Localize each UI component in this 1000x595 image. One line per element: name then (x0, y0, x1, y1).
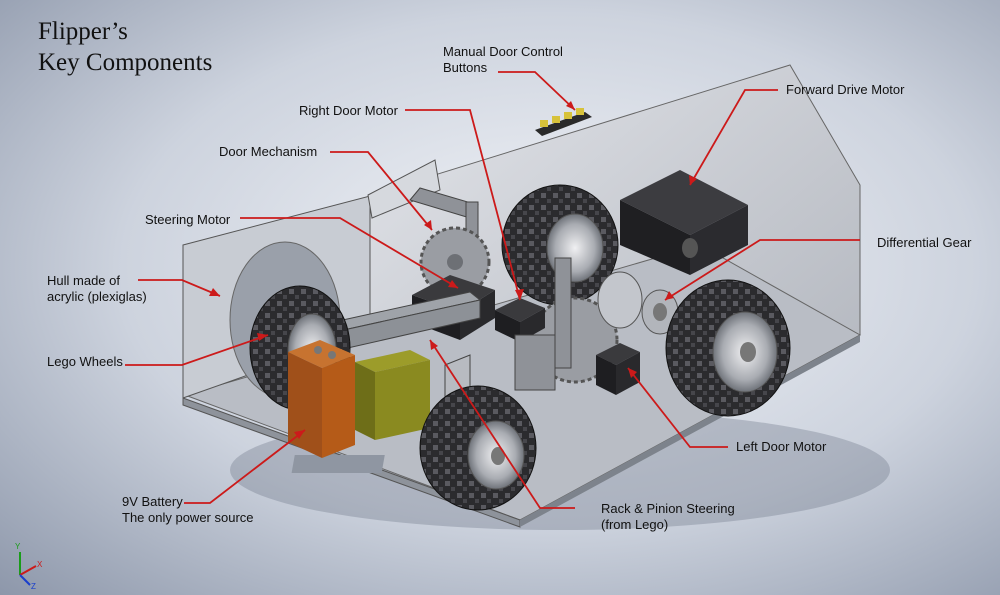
page-title: Flipper’s Key Components (38, 16, 212, 78)
label-hull: Hull made of acrylic (plexiglas) (47, 273, 147, 305)
label-battery: 9V Battery The only power source (122, 494, 254, 526)
label-manual-door-buttons-line1: Manual Door Control (443, 44, 563, 59)
axis-z-label: Z (31, 582, 36, 591)
label-hull-line1: Hull made of (47, 273, 120, 288)
label-rack-pinion-line2: (from Lego) (601, 517, 669, 532)
label-forward-drive-motor: Forward Drive Motor (786, 82, 905, 97)
battery-9v (288, 340, 355, 458)
leader-arrowheads (209, 101, 697, 439)
yellow-block (355, 350, 430, 440)
label-left-door-motor: Left Door Motor (736, 439, 827, 454)
label-differential-gear: Differential Gear (877, 235, 972, 250)
forward-drive-motor (620, 170, 748, 275)
floor-cutout (291, 455, 385, 473)
axis-triad-icon (19, 552, 37, 586)
label-battery-line2: The only power source (122, 510, 254, 525)
title-line-2: Key Components (38, 49, 213, 76)
label-door-mechanism: Door Mechanism (219, 144, 318, 159)
differential-gear (597, 271, 679, 335)
label-lego-wheels: Lego Wheels (47, 354, 123, 369)
right-door-motor (495, 298, 545, 342)
label-rack-pinion-line1: Rack & Pinion Steering (601, 501, 735, 516)
rear-left-wheel (501, 184, 619, 306)
label-manual-door-buttons: Manual Door Control Buttons (443, 44, 563, 76)
rear-right-wheel (665, 279, 791, 417)
title-line-1: Flipper’s (38, 18, 128, 45)
front-bulkhead (367, 159, 441, 219)
axis-x-label: X (37, 560, 43, 569)
label-battery-line1: 9V Battery (122, 494, 183, 509)
leader-lines (125, 71, 860, 509)
label-hull-line2: acrylic (plexiglas) (47, 289, 147, 304)
axis-y-label: Y (15, 542, 21, 551)
label-right-door-motor: Right Door Motor (299, 103, 398, 118)
manual-door-buttons (535, 108, 592, 136)
label-manual-door-buttons-line2: Buttons (443, 60, 488, 75)
label-rack-pinion: Rack & Pinion Steering (from Lego) (601, 501, 735, 533)
left-door-motor (596, 343, 640, 395)
front-right-wheel (419, 385, 537, 511)
label-steering-motor: Steering Motor (145, 212, 231, 227)
